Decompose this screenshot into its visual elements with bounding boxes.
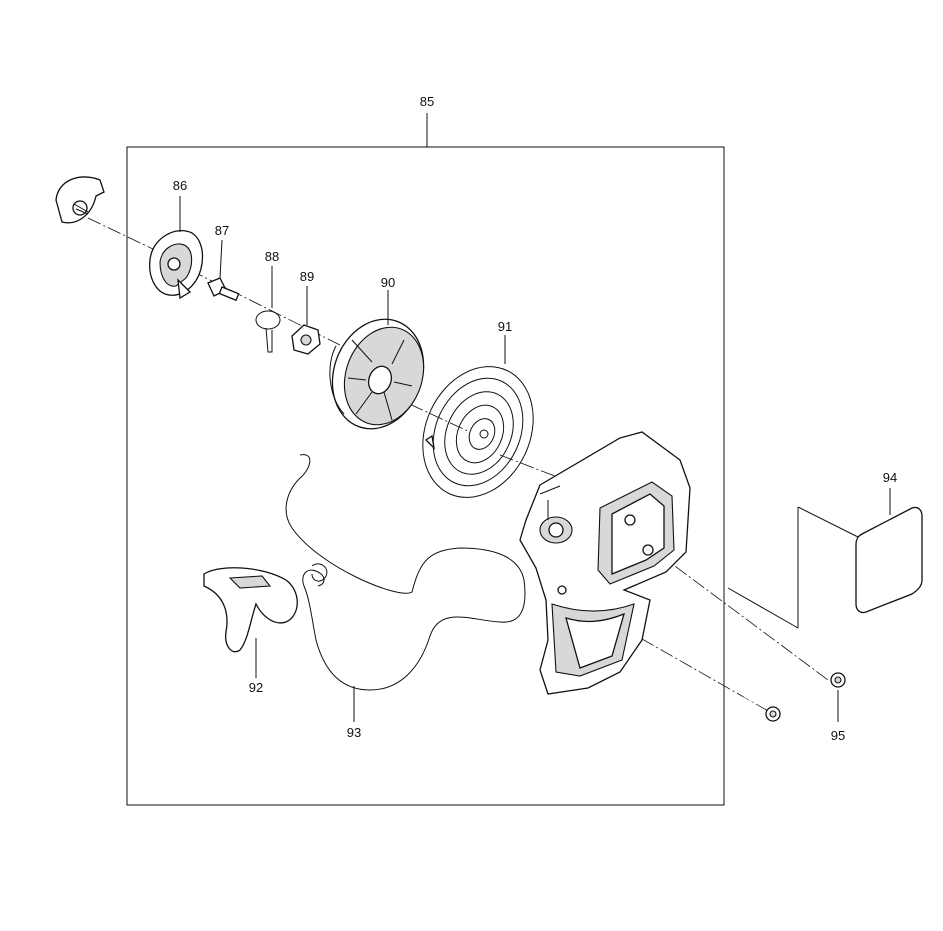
- part-89-ratchet: [291, 324, 321, 355]
- callout-92: 92: [249, 680, 263, 695]
- starter-housing: [519, 431, 691, 695]
- exploded-axis-lines: [87, 217, 829, 713]
- callout-89: 89: [300, 269, 314, 284]
- callout-86: 86: [173, 178, 187, 193]
- part-88-clip: [255, 310, 281, 353]
- callout-90: 90: [381, 275, 395, 290]
- part-91-recoil-spring: [422, 366, 534, 498]
- part-92-starter-handle: [203, 567, 298, 653]
- flywheel-fragment: [55, 176, 105, 224]
- callout-91: 91: [498, 319, 512, 334]
- part-86-pulley-cup: [149, 229, 204, 300]
- gasket-guide-top: [797, 506, 861, 539]
- assembly-frame: [126, 146, 725, 806]
- part-93-starter-rope: [285, 454, 526, 691]
- callout-88: 88: [265, 249, 279, 264]
- callout-85: 85: [420, 94, 434, 109]
- part-95-screw-upper: [809, 661, 846, 688]
- part-95-screw-lower: [743, 695, 781, 722]
- callout-87: 87: [215, 223, 229, 238]
- callout-95: 95: [831, 728, 845, 743]
- leader-87: [219, 239, 223, 279]
- callout-94: 94: [883, 470, 897, 485]
- callout-93: 93: [347, 725, 361, 740]
- part-87-bolt: [207, 277, 240, 302]
- part-90-rope-reel: [329, 318, 425, 430]
- gasket-guide-bottom: [727, 587, 799, 629]
- part-94-gasket: [855, 506, 923, 614]
